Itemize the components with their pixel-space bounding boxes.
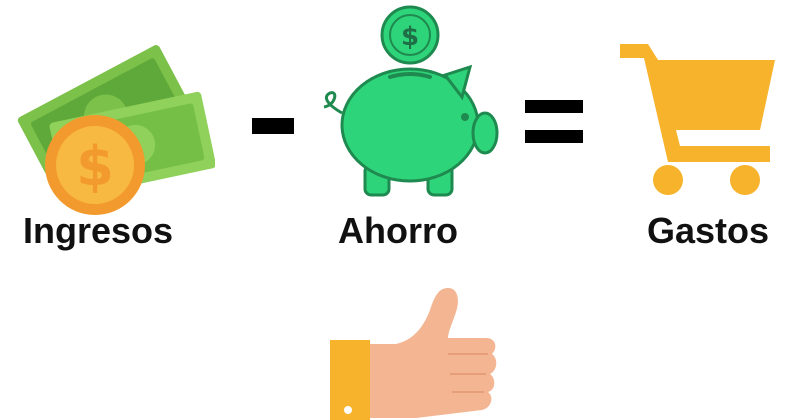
savings-label: Ahorro [338,210,458,251]
coin-dollar-icon: $ [76,135,114,198]
piggy-bank-icon: $ [310,5,505,205]
income-label: Ingresos [22,210,174,251]
expenses-label: Gastos [646,210,770,251]
shopping-cart-icon [620,38,780,196]
equals-sign-icon [525,100,583,144]
money-coin-icon: $ [10,30,215,220]
thumbs-up-icon [326,282,501,420]
coin-dollar-symbol: $ [401,22,419,52]
minus-sign-icon [252,118,294,134]
